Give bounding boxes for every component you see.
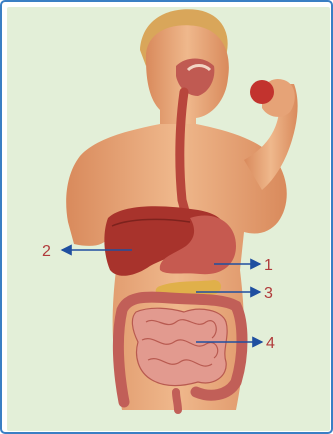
label-3: 3 <box>264 285 273 302</box>
label-2: 2 <box>42 243 51 260</box>
label-1: 1 <box>264 257 273 274</box>
label-4: 4 <box>266 335 275 352</box>
small-intestine <box>132 308 227 385</box>
apple <box>250 80 274 104</box>
